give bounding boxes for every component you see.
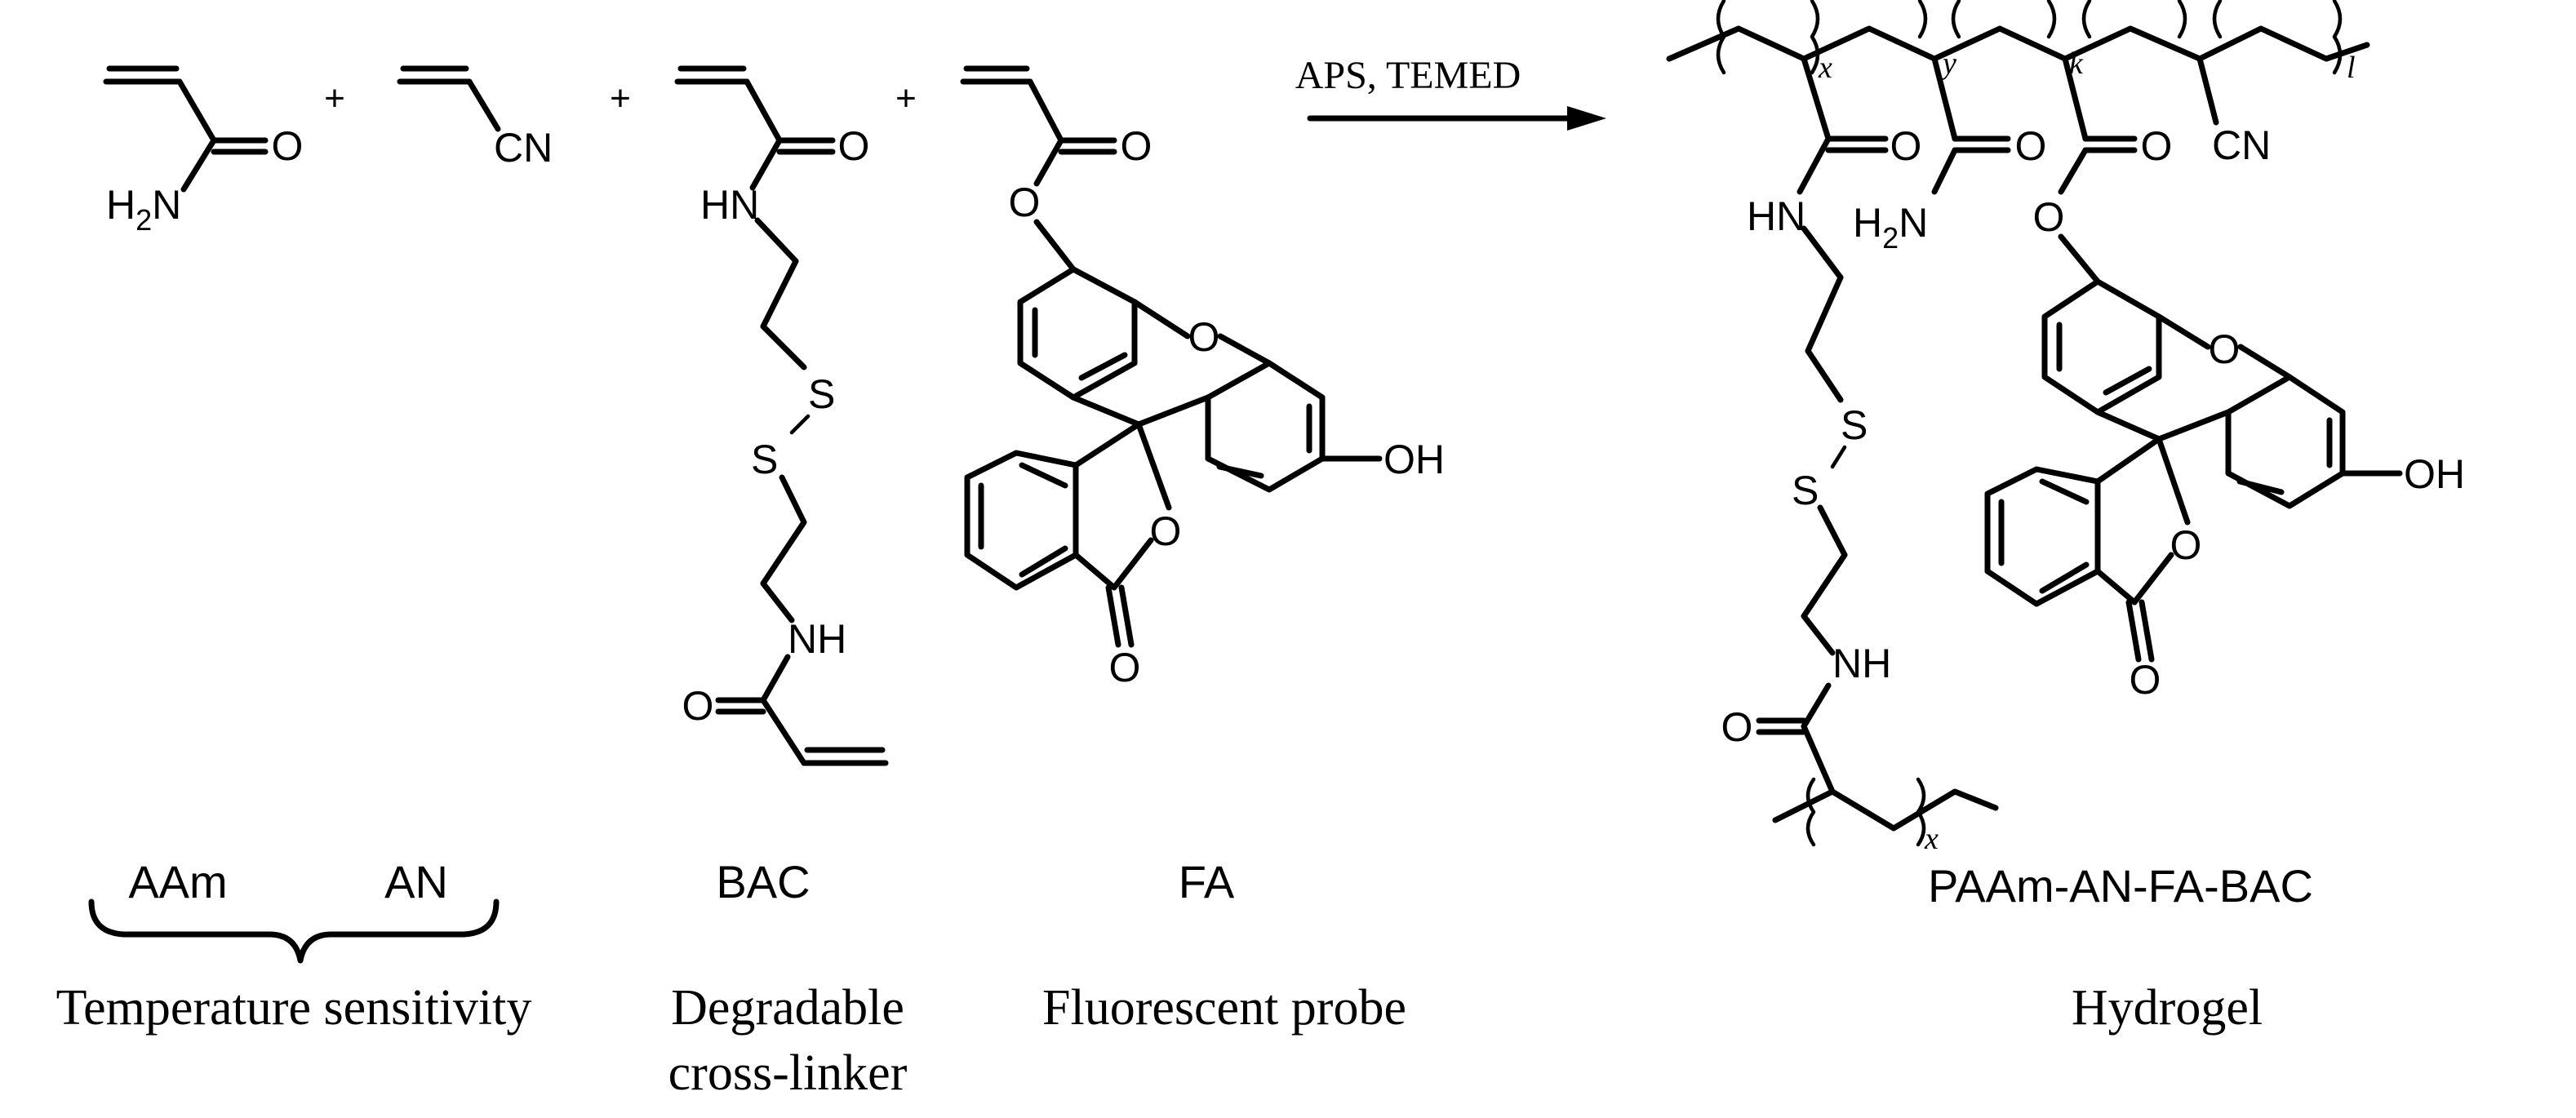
an-structure: CN <box>397 65 553 171</box>
bac-oxygen-bottom-label: O <box>682 683 714 729</box>
bac-hn-label: HN <box>700 182 759 228</box>
fa-carbonyl-oxygen-label: O <box>1121 123 1153 169</box>
product-nh-label: NH <box>1832 641 1891 686</box>
subscript-x: x <box>1818 51 1832 85</box>
product-hydroxyl-label: OH <box>2404 451 2465 497</box>
product-crosslinker-branch: O HN S S NH O x <box>1721 55 1999 856</box>
product-pyran-oxygen-label: O <box>2209 326 2241 372</box>
bac-nh-label: NH <box>788 616 846 662</box>
fa-pyran-oxygen-label: O <box>1188 314 1220 360</box>
plus-sign-3: + <box>895 78 917 118</box>
aam-name: AAm <box>128 856 227 907</box>
product-amide-oxygen-label: O <box>1890 123 1922 169</box>
product-lactone-oxygen-label: O <box>2170 522 2202 568</box>
product-amine-label: H2N <box>1853 200 1928 255</box>
fa-structure: O O O OH O O <box>960 65 1445 690</box>
product-hn-label: HN <box>1747 193 1805 239</box>
product-nitrile-label: CN <box>2212 122 2271 168</box>
degradable-caption: Degradable <box>671 980 904 1036</box>
fluorescent-probe-caption: Fluorescent probe <box>1042 980 1406 1036</box>
an-nitrile-label: CN <box>494 125 553 171</box>
reaction-arrow <box>1307 106 1606 131</box>
fa-name: FA <box>1179 856 1235 907</box>
bac-oxygen-top-label: O <box>838 123 870 169</box>
product-amide-branch: O H2N <box>1853 55 2047 255</box>
subscript-k: k <box>2069 47 2084 81</box>
subscript-y: y <box>1939 47 1956 81</box>
bac-name: BAC <box>716 856 810 907</box>
aam-amine-label: H2N <box>106 182 181 237</box>
product-backbone: x y k l <box>1666 0 2370 85</box>
aam-oxygen-label: O <box>272 123 304 169</box>
product-ester-carbonyl-label: O <box>2141 123 2173 169</box>
bac-sulfur-1-label: S <box>808 371 835 417</box>
product-crosslink-oxygen-label: O <box>1721 704 1753 750</box>
an-name: AN <box>384 856 448 907</box>
bac-sulfur-2-label: S <box>751 437 778 482</box>
temperature-brace <box>88 898 500 964</box>
product-fluorescein-branch: O O O OH O O <box>1984 55 2465 703</box>
fa-hydroxyl-label: OH <box>1383 437 1445 482</box>
reaction-conditions: APS, TEMED <box>1295 54 1521 97</box>
product-lactone-carbonyl-label: O <box>2130 657 2161 703</box>
cross-linker-caption: cross-linker <box>668 1045 908 1101</box>
bac-structure: O HN S S NH O <box>674 65 889 766</box>
product-nitrile-branch: CN <box>2196 55 2271 168</box>
product-ester-oxygen-label: O <box>2033 194 2065 240</box>
plus-sign-1: + <box>324 78 345 118</box>
subscript-x-lower: x <box>1924 822 1939 856</box>
fa-ester-oxygen-label: O <box>1009 180 1041 225</box>
product-sulfur-1-label: S <box>1841 402 1868 448</box>
temperature-sensitivity-caption: Temperature sensitivity <box>56 980 532 1036</box>
product-amide2-oxygen-label: O <box>2015 123 2047 169</box>
aam-structure: O H2N <box>103 65 304 237</box>
product-sulfur-2-label: S <box>1792 468 1819 513</box>
plus-sign-2: + <box>610 78 631 118</box>
fa-lactone-carbonyl-label: O <box>1109 645 1141 690</box>
fa-lactone-oxygen-label: O <box>1150 508 1182 554</box>
subscript-l: l <box>2347 51 2356 85</box>
hydrogel-caption: Hydrogel <box>2072 980 2263 1036</box>
product-name: PAAm-AN-FA-BAC <box>1928 860 2313 912</box>
